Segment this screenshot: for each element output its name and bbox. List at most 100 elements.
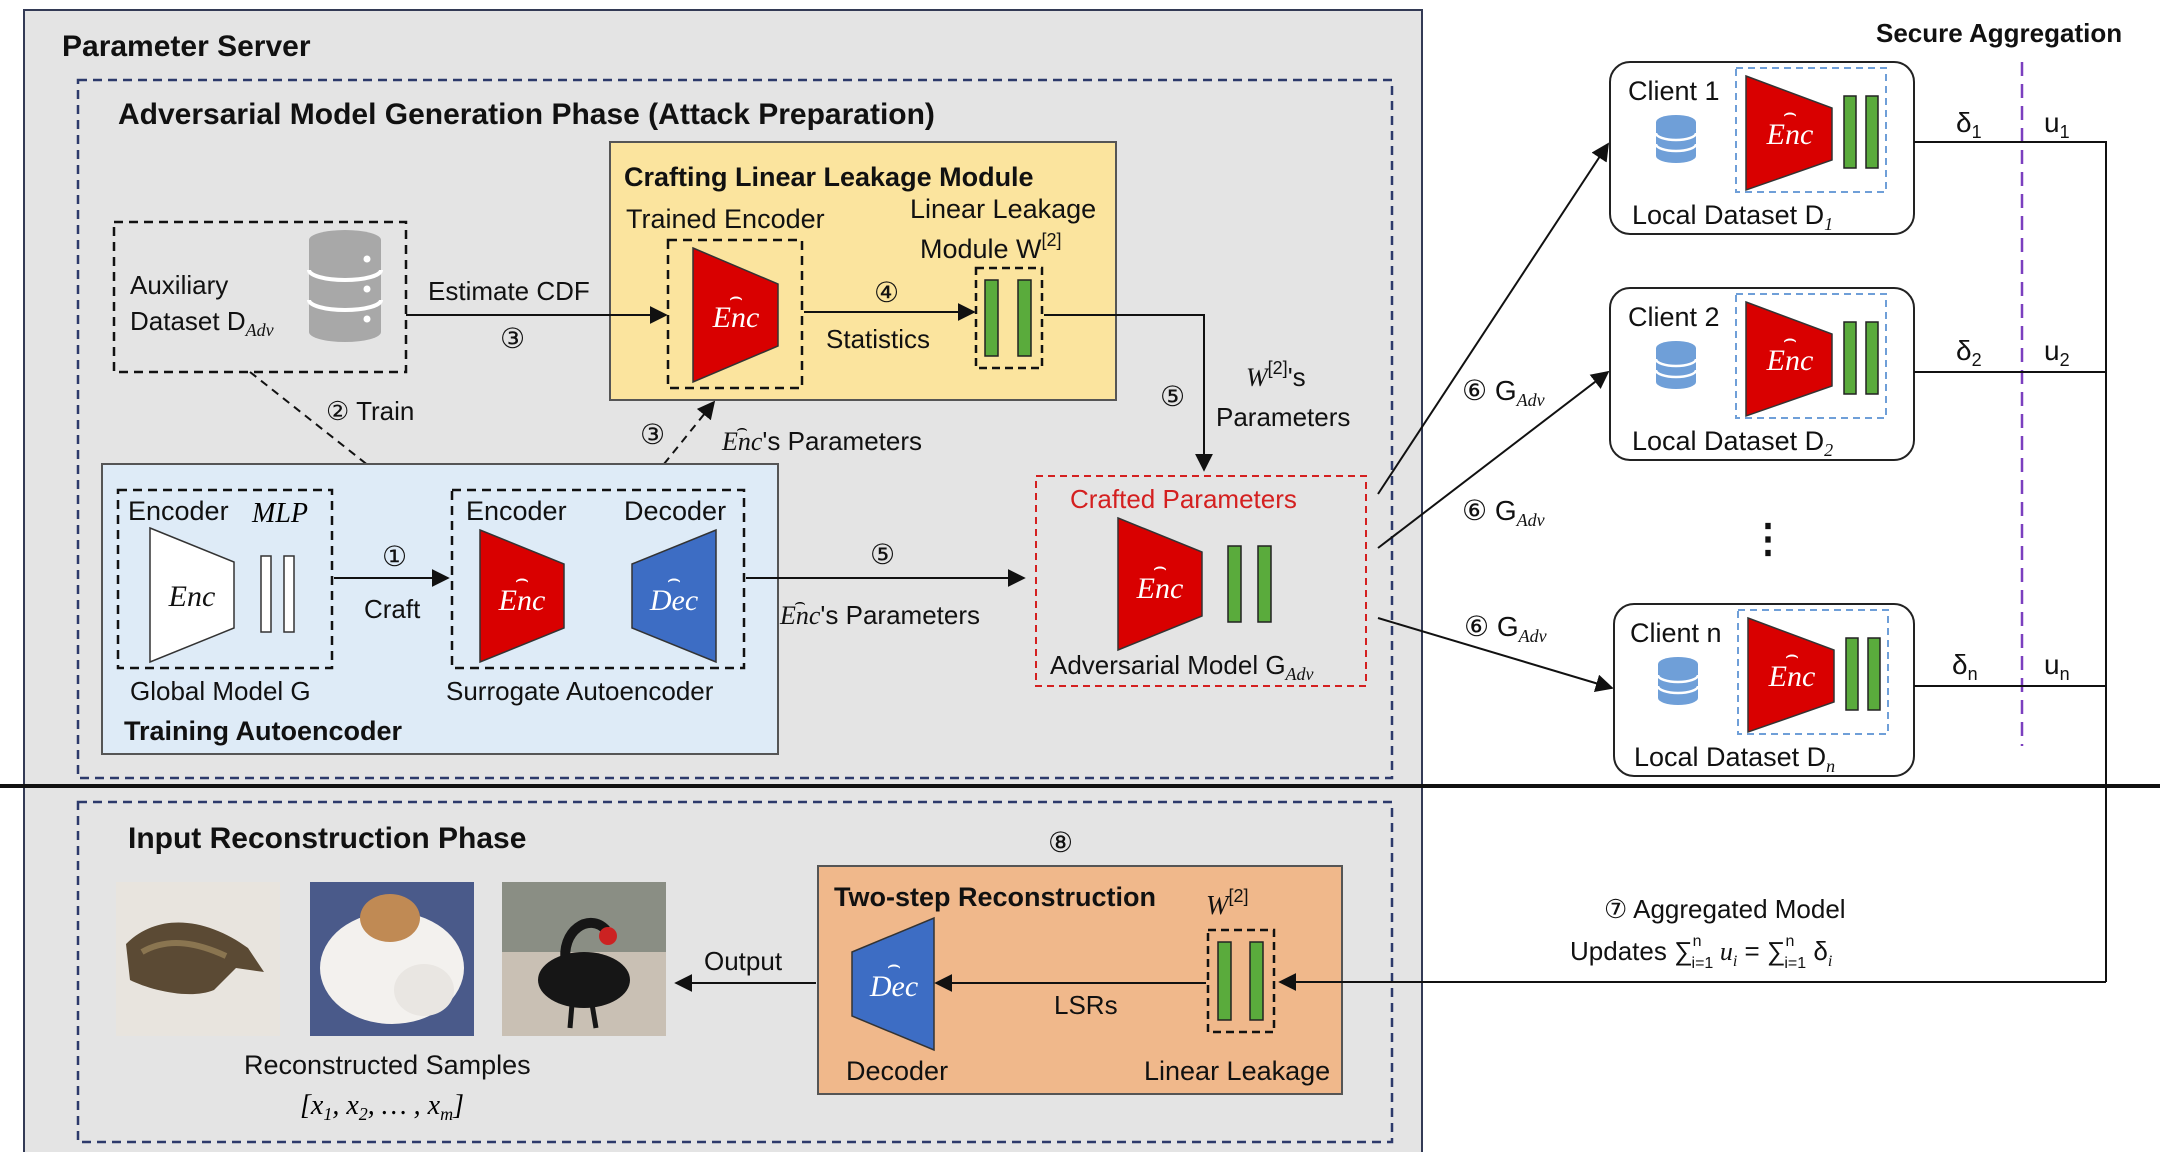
surrogate-encoder-label: Encoder: [466, 496, 567, 526]
trained-encoder-enc-label: Enc: [712, 301, 760, 334]
recon-leakage-dashed-box: [1206, 928, 1276, 1034]
w2-parameters-label-1: W[2]'s: [1246, 358, 1306, 392]
step8-label: ⑧: [1048, 827, 1073, 858]
global-encoder-shape: [149, 526, 235, 664]
recon-decoder-dec-label: Dec: [869, 970, 918, 1003]
surrogate-decoder-dec-label: Dec: [649, 584, 698, 617]
leakage-bar-2: [1017, 279, 1032, 357]
trained-encoder-label: Trained Encoder: [626, 204, 825, 234]
crafted-bar-1: [1227, 545, 1242, 623]
client-n-name: Client n: [1630, 618, 1722, 648]
step3b-label: ③: [640, 419, 665, 450]
step3-label: ③: [500, 323, 525, 354]
enc-parameters-label-2: Enc's Parameters: [779, 600, 980, 630]
training-autoencoder-title: Training Autoencoder: [124, 716, 403, 746]
client-2-database-icon: [1654, 339, 1698, 391]
linear-leakage-dashed-box: [974, 266, 1044, 370]
phase2-box: [76, 800, 1394, 1144]
recon-linear-leakage-label: Linear Leakage: [1144, 1056, 1330, 1086]
reconstructed-samples-list: [x1, x2, … , xm]: [300, 1090, 464, 1124]
auxiliary-dataset-box: [112, 220, 408, 374]
estimate-cdf-label: Estimate CDF: [428, 276, 590, 306]
client-n-dataset: Local Dataset Dn: [1634, 742, 1835, 776]
surrogate-encoder-shape: [479, 528, 565, 664]
mlp-label: MLP: [251, 498, 308, 529]
surrogate-autoencoder-dashed-box: [450, 488, 746, 670]
surrogate-decoder-hat: ⌢: [667, 566, 681, 591]
reconstructed-samples-label: Reconstructed Samples: [244, 1050, 531, 1080]
gadv-label-n: ⑥ GAdv: [1464, 611, 1547, 646]
recon-decoder-label: Decoder: [846, 1056, 948, 1086]
crafted-encoder-hat: ⌢: [1153, 554, 1167, 579]
phase2-title: Input Reconstruction Phase: [128, 822, 526, 855]
recon-leakage-bar-2: [1249, 941, 1264, 1021]
enc-parameters-label: Enc's Parameters: [721, 426, 922, 456]
two-step-reconstruction-title: Two-step Reconstruction: [834, 882, 1156, 912]
sample-image-1: [116, 882, 280, 1036]
mlp-bar-1: [260, 555, 272, 633]
client-n-delta: δn: [1952, 649, 1978, 684]
client-1-enc-label: Enc: [1766, 118, 1814, 151]
gadv-label-1: ⑥ GAdv: [1462, 375, 1545, 410]
enc-parameters-hat: ⌢: [736, 418, 748, 438]
w2-parameters-label-2: Parameters: [1216, 402, 1350, 432]
aggregated-label-1: ⑦ Aggregated Model: [1604, 894, 1846, 924]
sample-image-2: [310, 882, 474, 1036]
step1-label: ①: [382, 541, 407, 572]
parameter-server-title: Parameter Server: [62, 30, 311, 63]
sample-image-3: [502, 882, 666, 1036]
craft-label: Craft: [364, 594, 421, 624]
auxiliary-label-2: Dataset DAdv: [130, 306, 274, 340]
crafted-parameters-title: Crafted Parameters: [1070, 484, 1297, 514]
client-1-enc-hat: ⌢: [1783, 100, 1797, 125]
output-label: Output: [704, 946, 783, 976]
client-1-name: Client 1: [1628, 76, 1720, 106]
step2-train-label: ② Train: [326, 396, 414, 426]
client-2-u: u2: [2044, 335, 2070, 370]
gadv-arrow-client-n: [1377, 617, 1614, 692]
client-2-enc-label: Enc: [1766, 344, 1814, 377]
w2-parameters-arrow: [1044, 314, 1213, 472]
client-n-enc-hat: ⌢: [1785, 642, 1799, 667]
client-n-u: un: [2044, 649, 2070, 684]
secure-aggregation-title: Secure Aggregation: [1876, 18, 2122, 48]
client-1-u: u1: [2044, 107, 2070, 142]
phase1-box: [76, 78, 1394, 780]
surrogate-encoder-hat: ⌢: [515, 566, 529, 591]
step5-label-b: ⑤: [870, 539, 895, 570]
crafted-encoder-shape: [1117, 516, 1203, 652]
linear-leakage-label-2: Module W[2]: [920, 230, 1062, 264]
recon-decoder-shape: [851, 916, 935, 1052]
clients-ellipsis: ⋮: [1748, 517, 1788, 561]
client-n: Client n Enc ⌢ Local Dataset Dn: [1613, 603, 1915, 777]
gadv-arrow-client-1: [1377, 142, 1609, 495]
global-encoder-label: Encoder: [128, 496, 229, 526]
surrogate-decoder-shape: [631, 528, 717, 664]
step4-label: ④: [874, 277, 899, 308]
linear-leakage-label-1: Linear Leakage: [910, 194, 1096, 224]
adversarial-model-label: Adversarial Model GAdv: [1050, 650, 1314, 684]
client-2-enc-hat: ⌢: [1783, 326, 1797, 351]
lsrs-label: LSRs: [1054, 990, 1118, 1020]
client-1-database-icon: [1654, 113, 1698, 165]
client-1-update-line: [1914, 141, 2107, 982]
gadv-label-2: ⑥ GAdv: [1462, 495, 1545, 530]
database-server-icon: [307, 230, 383, 342]
client-2-dataset: Local Dataset D2: [1632, 426, 1833, 460]
crafting-module-title: Crafting Linear Leakage Module: [624, 162, 1034, 192]
trained-encoder-dashed-box: [666, 238, 804, 390]
client-n-enc-label: Enc: [1768, 660, 1816, 693]
surrogate-decoder-label: Decoder: [624, 496, 726, 526]
surrogate-autoencoder-label: Surrogate Autoencoder: [446, 676, 714, 706]
gadv-arrow-client-2: [1377, 370, 1610, 549]
global-model-dashed-box: [116, 488, 334, 670]
surrogate-encoder-enc-label: Enc: [498, 584, 546, 617]
client-2-name: Client 2: [1628, 302, 1720, 332]
enc-parameters-hat-2: ⌢: [794, 592, 806, 612]
mlp-bar-2: [283, 555, 295, 633]
client-2: Client 2 Enc ⌢ Local Dataset D2: [1609, 287, 1915, 461]
recon-decoder-hat: ⌢: [887, 952, 901, 977]
client-1-dataset: Local Dataset D1: [1632, 200, 1833, 234]
recon-w2-label: W[2]: [1206, 886, 1249, 920]
